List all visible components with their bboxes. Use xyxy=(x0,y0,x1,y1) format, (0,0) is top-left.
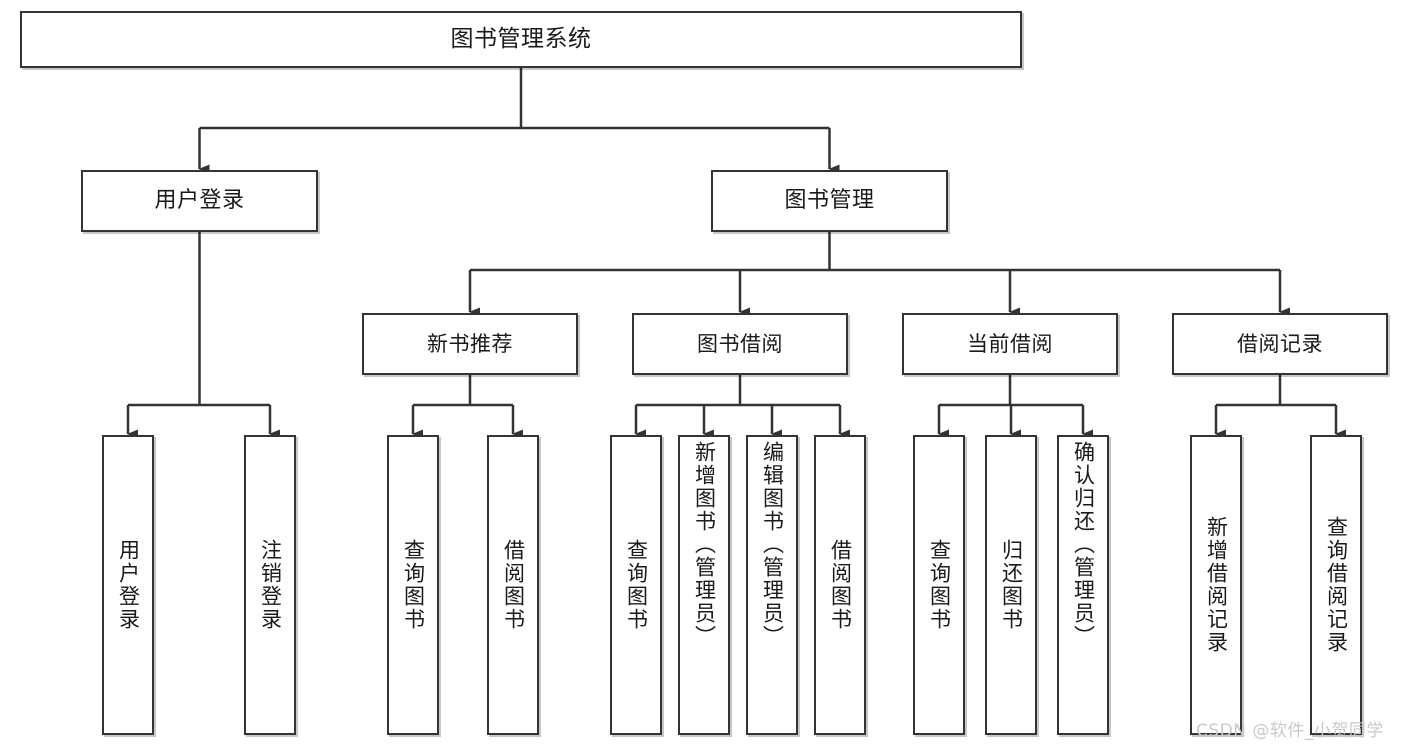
leaf-confirm-return-label: 确认归还（管理员） xyxy=(1071,441,1096,648)
leaf-edit-book-label: 编辑图书（管理员） xyxy=(760,441,785,648)
node-new-book-recommend[interactable]: 新书推荐 xyxy=(362,313,578,375)
leaf-borrow-book-1[interactable]: 借阅图书 xyxy=(487,435,539,735)
leaf-query-book-3[interactable]: 查询图书 xyxy=(913,435,965,735)
leaf-borrow-book-1-label: 借阅图书 xyxy=(501,539,526,631)
node-user-login-label: 用户登录 xyxy=(154,188,245,214)
leaf-borrow-book-2[interactable]: 借阅图书 xyxy=(814,435,866,735)
node-user-login[interactable]: 用户登录 xyxy=(81,170,318,232)
node-book-borrow-label: 图书借阅 xyxy=(697,331,783,356)
leaf-user-logout[interactable]: 注销登录 xyxy=(244,435,296,735)
node-borrow-record[interactable]: 借阅记录 xyxy=(1172,313,1388,375)
node-root[interactable]: 图书管理系统 xyxy=(20,11,1022,68)
leaf-add-borrow-record[interactable]: 新增借阅记录 xyxy=(1190,435,1242,735)
leaf-borrow-book-2-label: 借阅图书 xyxy=(828,539,853,631)
node-book-borrow[interactable]: 图书借阅 xyxy=(632,313,848,375)
leaf-query-borrow-record-label: 查询借阅记录 xyxy=(1324,516,1349,654)
leaf-return-book[interactable]: 归还图书 xyxy=(985,435,1037,735)
node-root-label: 图书管理系统 xyxy=(450,26,592,53)
leaf-add-borrow-record-label: 新增借阅记录 xyxy=(1204,516,1229,654)
leaf-query-book-3-label: 查询图书 xyxy=(927,539,952,631)
node-current-borrow-label: 当前借阅 xyxy=(967,331,1053,356)
node-borrow-record-label: 借阅记录 xyxy=(1237,331,1323,356)
csdn-watermark: CSDN @软件_小贺同学 xyxy=(1196,721,1384,741)
leaf-confirm-return[interactable]: 确认归还（管理员） xyxy=(1057,435,1109,735)
leaf-query-book-2[interactable]: 查询图书 xyxy=(610,435,662,735)
connector-paths xyxy=(126,68,1346,439)
leaf-user-login[interactable]: 用户登录 xyxy=(102,435,154,735)
node-new-book-recommend-label: 新书推荐 xyxy=(427,331,513,356)
node-current-borrow[interactable]: 当前借阅 xyxy=(902,313,1118,375)
leaf-add-book-label: 新增图书（管理员） xyxy=(692,441,717,648)
leaf-query-borrow-record[interactable]: 查询借阅记录 xyxy=(1310,435,1362,735)
leaf-edit-book[interactable]: 编辑图书（管理员） xyxy=(746,435,798,735)
node-book-manage[interactable]: 图书管理 xyxy=(711,170,948,232)
leaf-user-login-label: 用户登录 xyxy=(116,539,141,631)
node-book-manage-label: 图书管理 xyxy=(784,188,875,214)
leaf-return-book-label: 归还图书 xyxy=(999,539,1024,631)
leaf-add-book[interactable]: 新增图书（管理员） xyxy=(678,435,730,735)
leaf-user-logout-label: 注销登录 xyxy=(258,539,283,631)
leaf-query-book-2-label: 查询图书 xyxy=(624,539,649,631)
leaf-query-book-1-label: 查询图书 xyxy=(401,539,426,631)
leaf-query-book-1[interactable]: 查询图书 xyxy=(387,435,439,735)
